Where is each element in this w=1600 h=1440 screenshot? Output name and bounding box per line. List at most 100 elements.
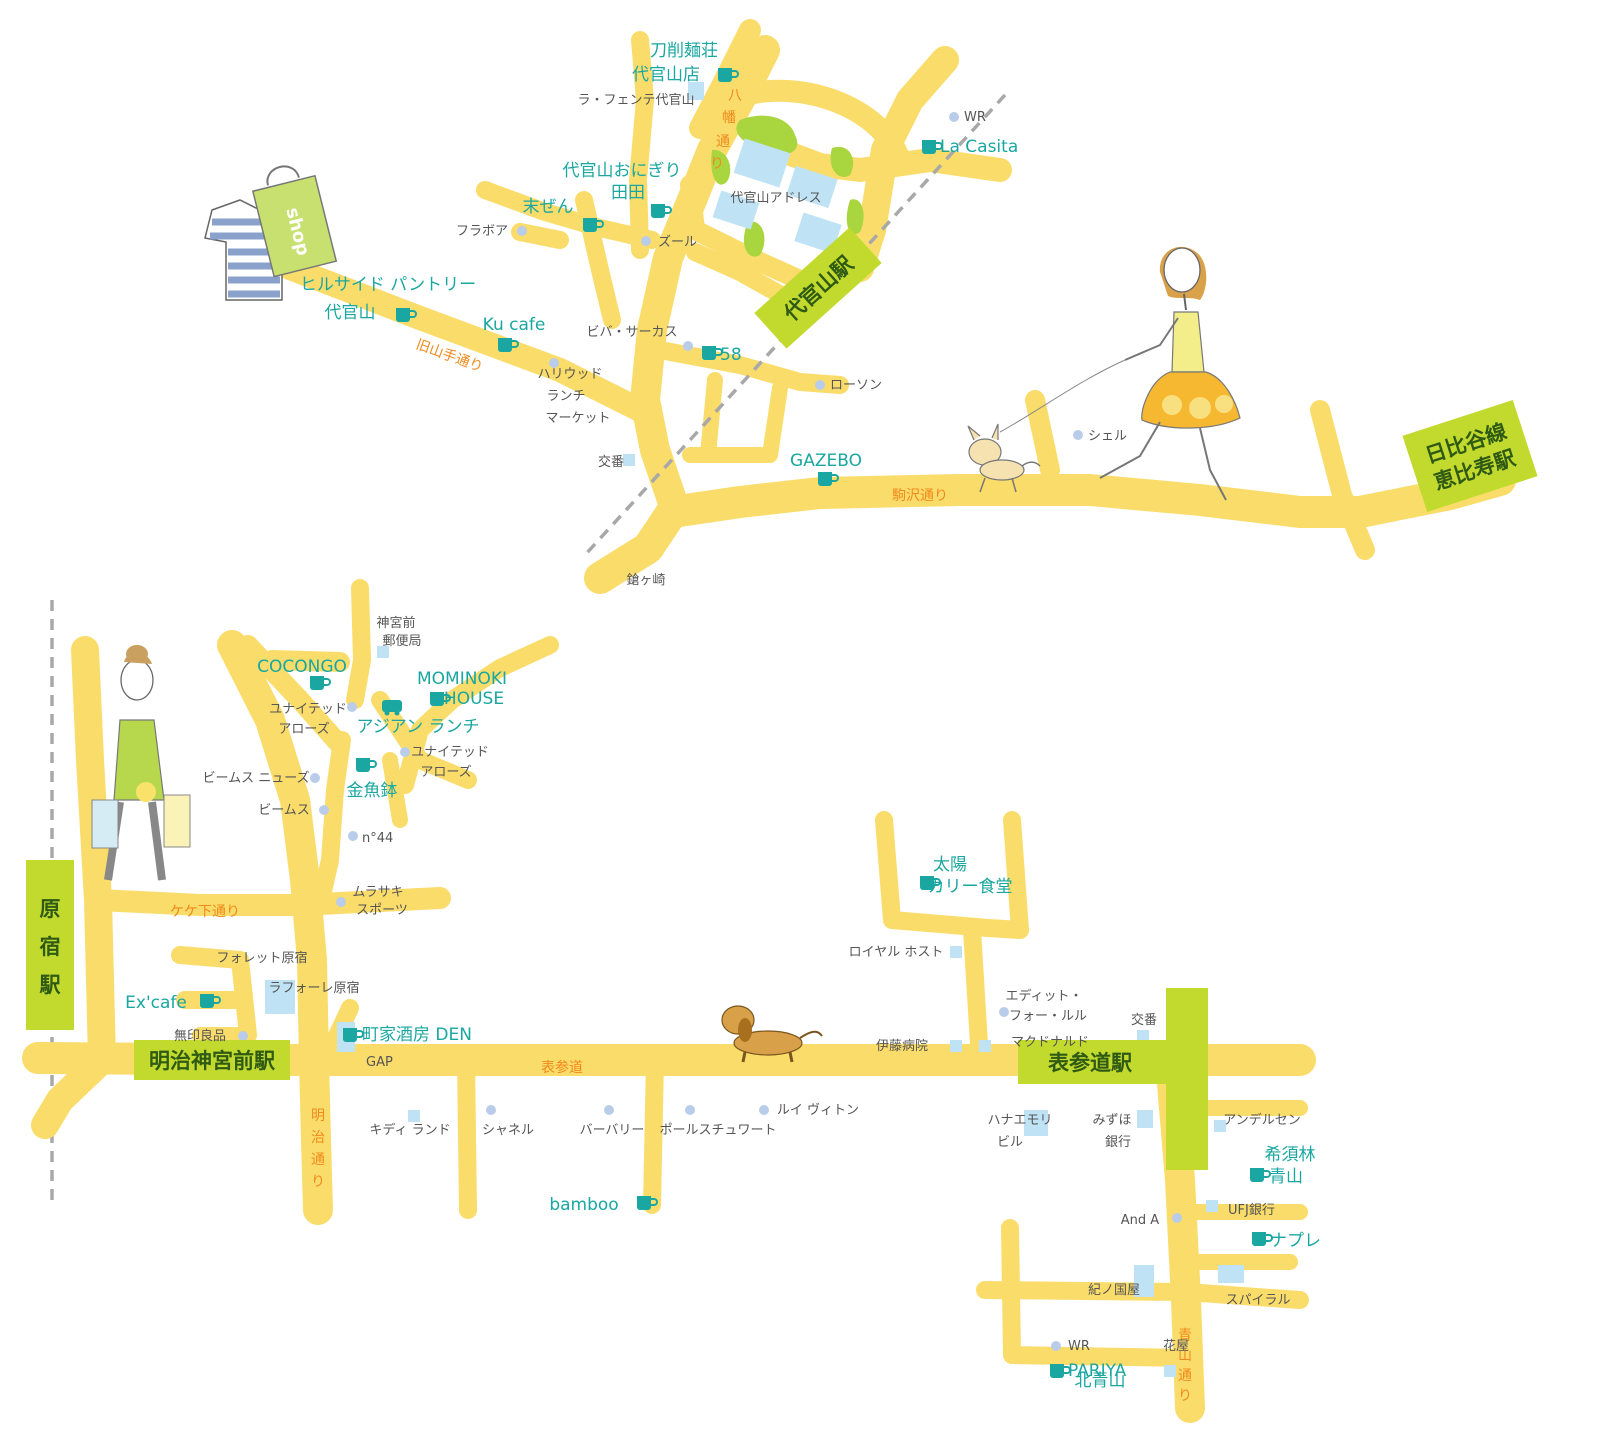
standing-woman-illustration: [91, 645, 191, 881]
shop-united-arrows-1b: アローズ: [278, 721, 329, 737]
shop-address: 代官山アドレス: [730, 190, 821, 206]
shop-paul-stuart: ポールスチュワート: [659, 1123, 776, 1138]
cafe-napule: ナプレ: [1270, 1231, 1321, 1251]
shop-ito-hospital: 伊藤病院: [876, 1039, 928, 1054]
shop-gap: GAP: [366, 1055, 393, 1070]
street-komazawa: 駒沢通り: [892, 488, 948, 504]
cafe-onigiri-2: 田田: [611, 183, 645, 203]
shop-royal-host: ロイヤル ホスト: [849, 945, 944, 960]
cafe-taiyo-1: 太陽: [933, 855, 967, 875]
street-kitaaoyama: 北青山: [1075, 1371, 1126, 1391]
street-meiji-1: 明: [311, 1108, 325, 1124]
shop-beams: ビームス: [258, 803, 310, 818]
shop-edit-for-lulu-1: エディット・: [1005, 988, 1082, 1004]
shop-laforet: ラフォーレ原宿: [268, 980, 359, 996]
coffee-cup-icon: [1050, 1364, 1071, 1378]
daikanyama-roads: [278, 19, 1516, 594]
shop-lafenetre: ラ・フェンテ代官山: [577, 92, 694, 108]
coffee-cup-icon: [651, 204, 672, 218]
harajuku-cafe-labels: COCONGO MOMINOKI HOUSE アジアン ランチ 金魚鉢 Ex'c…: [125, 657, 1321, 1381]
cafe-gazebo: GAZEBO: [790, 451, 862, 471]
daikanyama-cafe-labels: 刀削麺荘 代官山店 代官山おにぎり 田田 末ぜん ヒルサイド パントリー 代官山…: [300, 41, 1018, 471]
walking-woman-illustration: [999, 246, 1241, 501]
cafe-bamboo: bamboo: [549, 1195, 618, 1215]
shop-and-a: And A: [1121, 1213, 1160, 1228]
shop-bag-icon: shop: [251, 165, 338, 278]
shop-hanaya: 花屋: [1163, 1338, 1189, 1354]
shop-post-2: 郵便局: [382, 634, 421, 649]
coffee-cup-icon: [583, 218, 604, 232]
shop-post-1: 神宮前: [376, 615, 415, 631]
cafe-den: 町家酒房 DEN: [362, 1025, 472, 1045]
shop-andersen: アンデルセン: [1223, 1112, 1300, 1128]
shop-furabo: フラボア: [456, 224, 508, 239]
shop-kamakura: 鎗ヶ崎: [626, 572, 665, 588]
shop-mizuho-2: 銀行: [1105, 1135, 1131, 1150]
shop-united-arrows-2b: アローズ: [420, 764, 471, 780]
coffee-cup-icon: [396, 308, 417, 322]
shop-murasaki-1: ムラサキ: [352, 885, 403, 900]
coffee-cup-icons: [200, 68, 1273, 1378]
street-hachiman-1: 八: [728, 88, 742, 104]
cafe-lacasita: La Casita: [940, 137, 1018, 157]
cafe-kisurin-1: 希須林: [1265, 1145, 1316, 1165]
shop-kinokuniya: 紀ノ国屋: [1088, 1283, 1140, 1298]
coffee-cup-icon: [356, 758, 377, 772]
van-icon: [382, 700, 402, 716]
shop-foret: フォレット原宿: [216, 950, 307, 966]
street-meiji-4: り: [311, 1174, 325, 1190]
street-labels: 旧山手通り 八 幡 通 り 駒沢通り ケケ下通り 表参道 明 治 通 り 青 山…: [170, 88, 1192, 1404]
shop-lawson: ローソン: [830, 378, 882, 393]
street-meiji-2: 治: [311, 1130, 325, 1146]
shop-burberry: バーバリー: [580, 1123, 645, 1138]
cafe-taiyo-2: カリー食堂: [928, 877, 1013, 897]
shop-koban-omotesando: 交番: [1131, 1012, 1157, 1028]
street-meiji-3: 通: [311, 1152, 325, 1168]
cafe-kucafe: Ku cafe: [483, 315, 546, 335]
street-aoyama-3: 通: [1178, 1368, 1192, 1384]
cafe-pariya: PARIYA: [1068, 1361, 1127, 1381]
buildings: [265, 82, 1244, 1377]
cafe-kisurin-2: 青山: [1269, 1167, 1303, 1187]
harajuku-shop-labels: 神宮前 郵便局 ユナイテッド アローズ ユナイテッド アローズ ビームス ニュー…: [174, 615, 1301, 1354]
cafe-excafe: Ex'cafe: [125, 993, 187, 1013]
shop-hollywood-1: ハリウッド: [537, 367, 602, 382]
cafe-suezen: 末ぜん: [523, 197, 574, 217]
street-takeshita: ケケ下通り: [170, 904, 240, 920]
shop-wr-daikanyama: WR: [964, 110, 986, 125]
coffee-cup-icon: [818, 472, 839, 486]
street-hachiman-2: 幡: [722, 110, 736, 126]
shop-mcdonalds: マクドナルド: [1011, 1035, 1089, 1050]
cafe-58: 58: [720, 345, 742, 365]
daikanyama-address-park: [711, 115, 864, 257]
coffee-cup-icon: [430, 692, 451, 706]
shop-zool: ズール: [658, 234, 697, 250]
station-label-harajuku-1: 原: [40, 897, 61, 921]
shop-spiral: スパイラル: [1225, 1293, 1290, 1308]
shop-louis-vuitton: ルイ ヴィトン: [777, 1102, 859, 1118]
cafe-kingyobachi: 金魚鉢: [347, 781, 398, 801]
station-ebisu: 日比谷線 恵比寿駅: [1402, 400, 1538, 512]
station-meiji-jingumae: 明治神宮前駅: [134, 1040, 290, 1080]
coffee-cup-icon: [1252, 1232, 1273, 1246]
shop-edit-for-lulu-2: フォー・ルル: [1009, 1009, 1087, 1024]
shop-hanae-mori-1: ハナエモリ: [987, 1113, 1052, 1128]
coffee-cup-icon: [920, 876, 941, 890]
street-hachiman-3: 通: [716, 134, 730, 150]
shop-shell: シェル: [1088, 429, 1127, 444]
shop-dots: [238, 112, 1182, 1351]
shop-muji: 無印良品: [174, 1028, 226, 1044]
chihuahua-illustration: [967, 423, 1041, 493]
cafe-asian-lunch: アジアン ランチ: [356, 717, 479, 737]
shop-beams-news: ビームス ニューズ: [202, 770, 309, 786]
street-hachiman-4: り: [710, 156, 724, 172]
station-omotesando: 表参道駅: [1018, 988, 1208, 1170]
street-aoyama-1: 青: [1178, 1328, 1192, 1344]
shop-chanel: シャネル: [482, 1123, 534, 1138]
shop-united-arrows-2a: ユナイテッド: [411, 745, 489, 760]
shop-ufj: UFJ銀行: [1228, 1203, 1275, 1218]
cafe-cocongo: COCONGO: [257, 657, 347, 677]
dachshund-illustration: [721, 1005, 823, 1063]
coffee-cup-icon: [702, 346, 723, 360]
